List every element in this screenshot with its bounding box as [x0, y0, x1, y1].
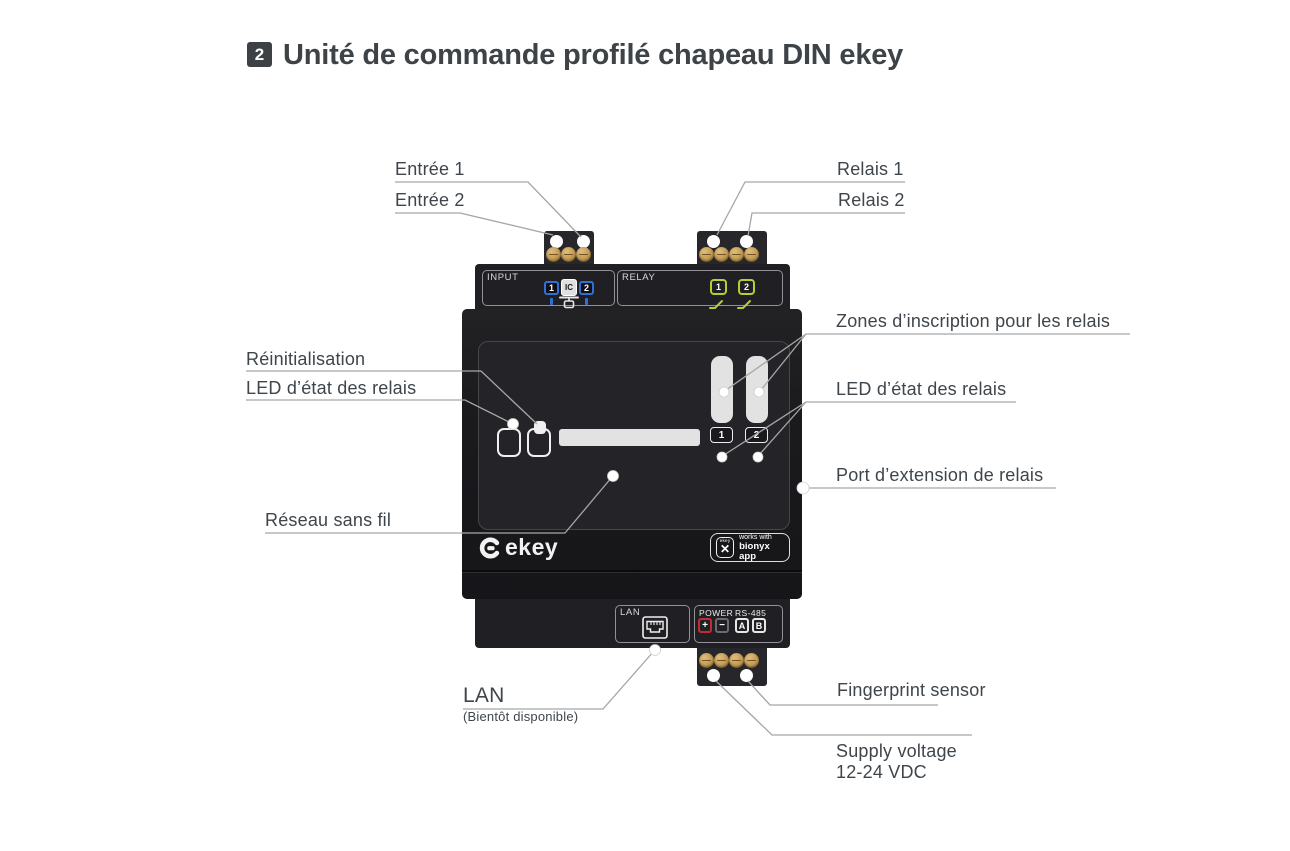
label-lan: LAN [463, 684, 505, 707]
label-reseau-sans-fil: Réseau sans fil [265, 510, 392, 530]
wire-hole [707, 669, 720, 682]
reset-button-icon [527, 421, 551, 457]
screw-terminal [699, 247, 714, 262]
screw-terminal [576, 247, 591, 262]
device-top-panel [475, 264, 790, 309]
body-divider-highlight [462, 572, 802, 573]
label-entree1: Entrée 1 [395, 159, 465, 179]
rs485-section-label: RS-485 [735, 608, 767, 618]
wire-hole [550, 235, 563, 248]
body-divider [462, 570, 802, 572]
label-reinitialisation: Réinitialisation [246, 349, 366, 369]
label-led-relais-left: LED d’état des relais [246, 378, 417, 398]
bionyx-x-icon: ✕ [720, 542, 731, 556]
label-supply-line1: Supply voltage [836, 741, 957, 761]
terminal-block-relay [697, 231, 767, 266]
power-section: POWER RS-485 [694, 605, 783, 643]
lan-section: LAN [615, 605, 690, 643]
screw-terminal [699, 653, 714, 668]
network-node-icon [559, 296, 579, 309]
relay-section-label: RELAY [622, 272, 656, 283]
ethernet-port-icon [642, 616, 668, 639]
bionyx-icon: ekey ✕ [716, 537, 735, 558]
label-relais2: Relais 2 [838, 190, 905, 210]
bionyx-badge: ekey ✕ works with bionyx app [710, 533, 790, 562]
relay-contact-icon [737, 300, 751, 309]
input-section-label: INPUT [487, 272, 519, 283]
screw-terminal [744, 247, 759, 262]
label-relais1: Relais 1 [837, 159, 904, 179]
input-1-tick [550, 298, 553, 305]
callout-line-relais2 [747, 212, 905, 237]
ekey-logo-text: ekey [505, 534, 559, 560]
callout-line-entree2 [395, 212, 554, 236]
screw-terminal [744, 653, 759, 668]
label-led-relais-right: LED d’état des relais [836, 379, 1007, 399]
power-section-label: POWER [699, 608, 734, 618]
relay1-number-plate: 1 [710, 427, 733, 443]
relay2-inscription-strip [746, 356, 768, 423]
input-terminal-1: 1 [544, 281, 559, 295]
screw-terminal [714, 247, 729, 262]
status-led-icon [497, 428, 521, 457]
terminal-block-input [544, 231, 594, 266]
reset-button-cap [533, 421, 546, 434]
rs485-a-terminal: A [735, 618, 749, 633]
badge-works-with: works with [739, 533, 772, 541]
screw-terminal [714, 653, 729, 668]
page-title: Unité de commande profilé chapeau DIN ek… [283, 39, 904, 71]
wire-hole [740, 669, 753, 682]
ekey-logo-mark [479, 536, 500, 559]
wire-hole [577, 235, 590, 248]
screw-terminal [729, 653, 744, 668]
relay-terminal-2: 2 [738, 279, 755, 295]
label-supply-line2: 12-24 VDC [836, 762, 927, 782]
relay-section: RELAY [617, 270, 783, 306]
label-zones-inscription: Zones d’inscription pour les relais [836, 311, 1111, 331]
title-number-badge: 2 [247, 42, 272, 67]
screw-terminal [546, 247, 561, 262]
badge-app-name: bionyx app [739, 540, 770, 562]
device-inscription-strip [559, 429, 700, 446]
relay-contact-icon [709, 300, 723, 309]
input-2-tick [585, 298, 588, 305]
device-bottom-panel [475, 599, 790, 648]
terminal-block-power [697, 648, 767, 686]
relay-terminal-1: 1 [710, 279, 727, 295]
rs485-b-terminal: B [752, 618, 766, 633]
relay2-number-plate: 2 [745, 427, 768, 443]
bionyx-icon-brand: ekey [719, 538, 731, 543]
power-plus-terminal: + [698, 618, 712, 633]
ekey-logo: ekey [479, 534, 558, 561]
lan-section-label: LAN [620, 607, 641, 618]
input-terminal-2: 2 [579, 281, 594, 295]
screw-terminal [729, 247, 744, 262]
wire-hole [740, 235, 753, 248]
input-terminal-ic: IC [561, 279, 577, 296]
label-port-extension: Port d’extension de relais [836, 465, 1044, 485]
input-section: INPUT [482, 270, 615, 306]
label-lan-sub: (Bientôt disponible) [463, 709, 579, 724]
power-minus-terminal: − [715, 618, 729, 633]
label-fingerprint: Fingerprint sensor [837, 680, 986, 700]
relay1-inscription-strip [711, 356, 733, 423]
wire-hole [707, 235, 720, 248]
screw-terminal [561, 247, 576, 262]
label-entree2: Entrée 2 [395, 190, 465, 210]
